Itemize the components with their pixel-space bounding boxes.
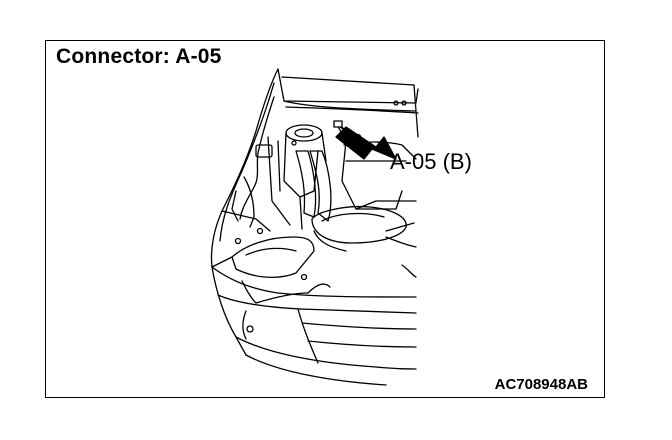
reservoir <box>311 205 415 252</box>
headlamp <box>231 236 315 279</box>
connector-arrow <box>333 120 397 160</box>
front-bumper <box>211 266 417 386</box>
engine-bay-line-drawing <box>210 68 419 386</box>
figure-id: AC708948AB <box>494 376 588 393</box>
fender-outline <box>210 68 279 356</box>
engine-components <box>255 122 417 230</box>
wiring-harness <box>231 96 417 340</box>
connector-title: Connector: A-05 <box>56 45 222 68</box>
hood-outline <box>277 68 419 138</box>
connector-callout-label: A-05 (B) <box>390 149 472 174</box>
diagram-frame: Connector: A-05 <box>45 40 605 398</box>
